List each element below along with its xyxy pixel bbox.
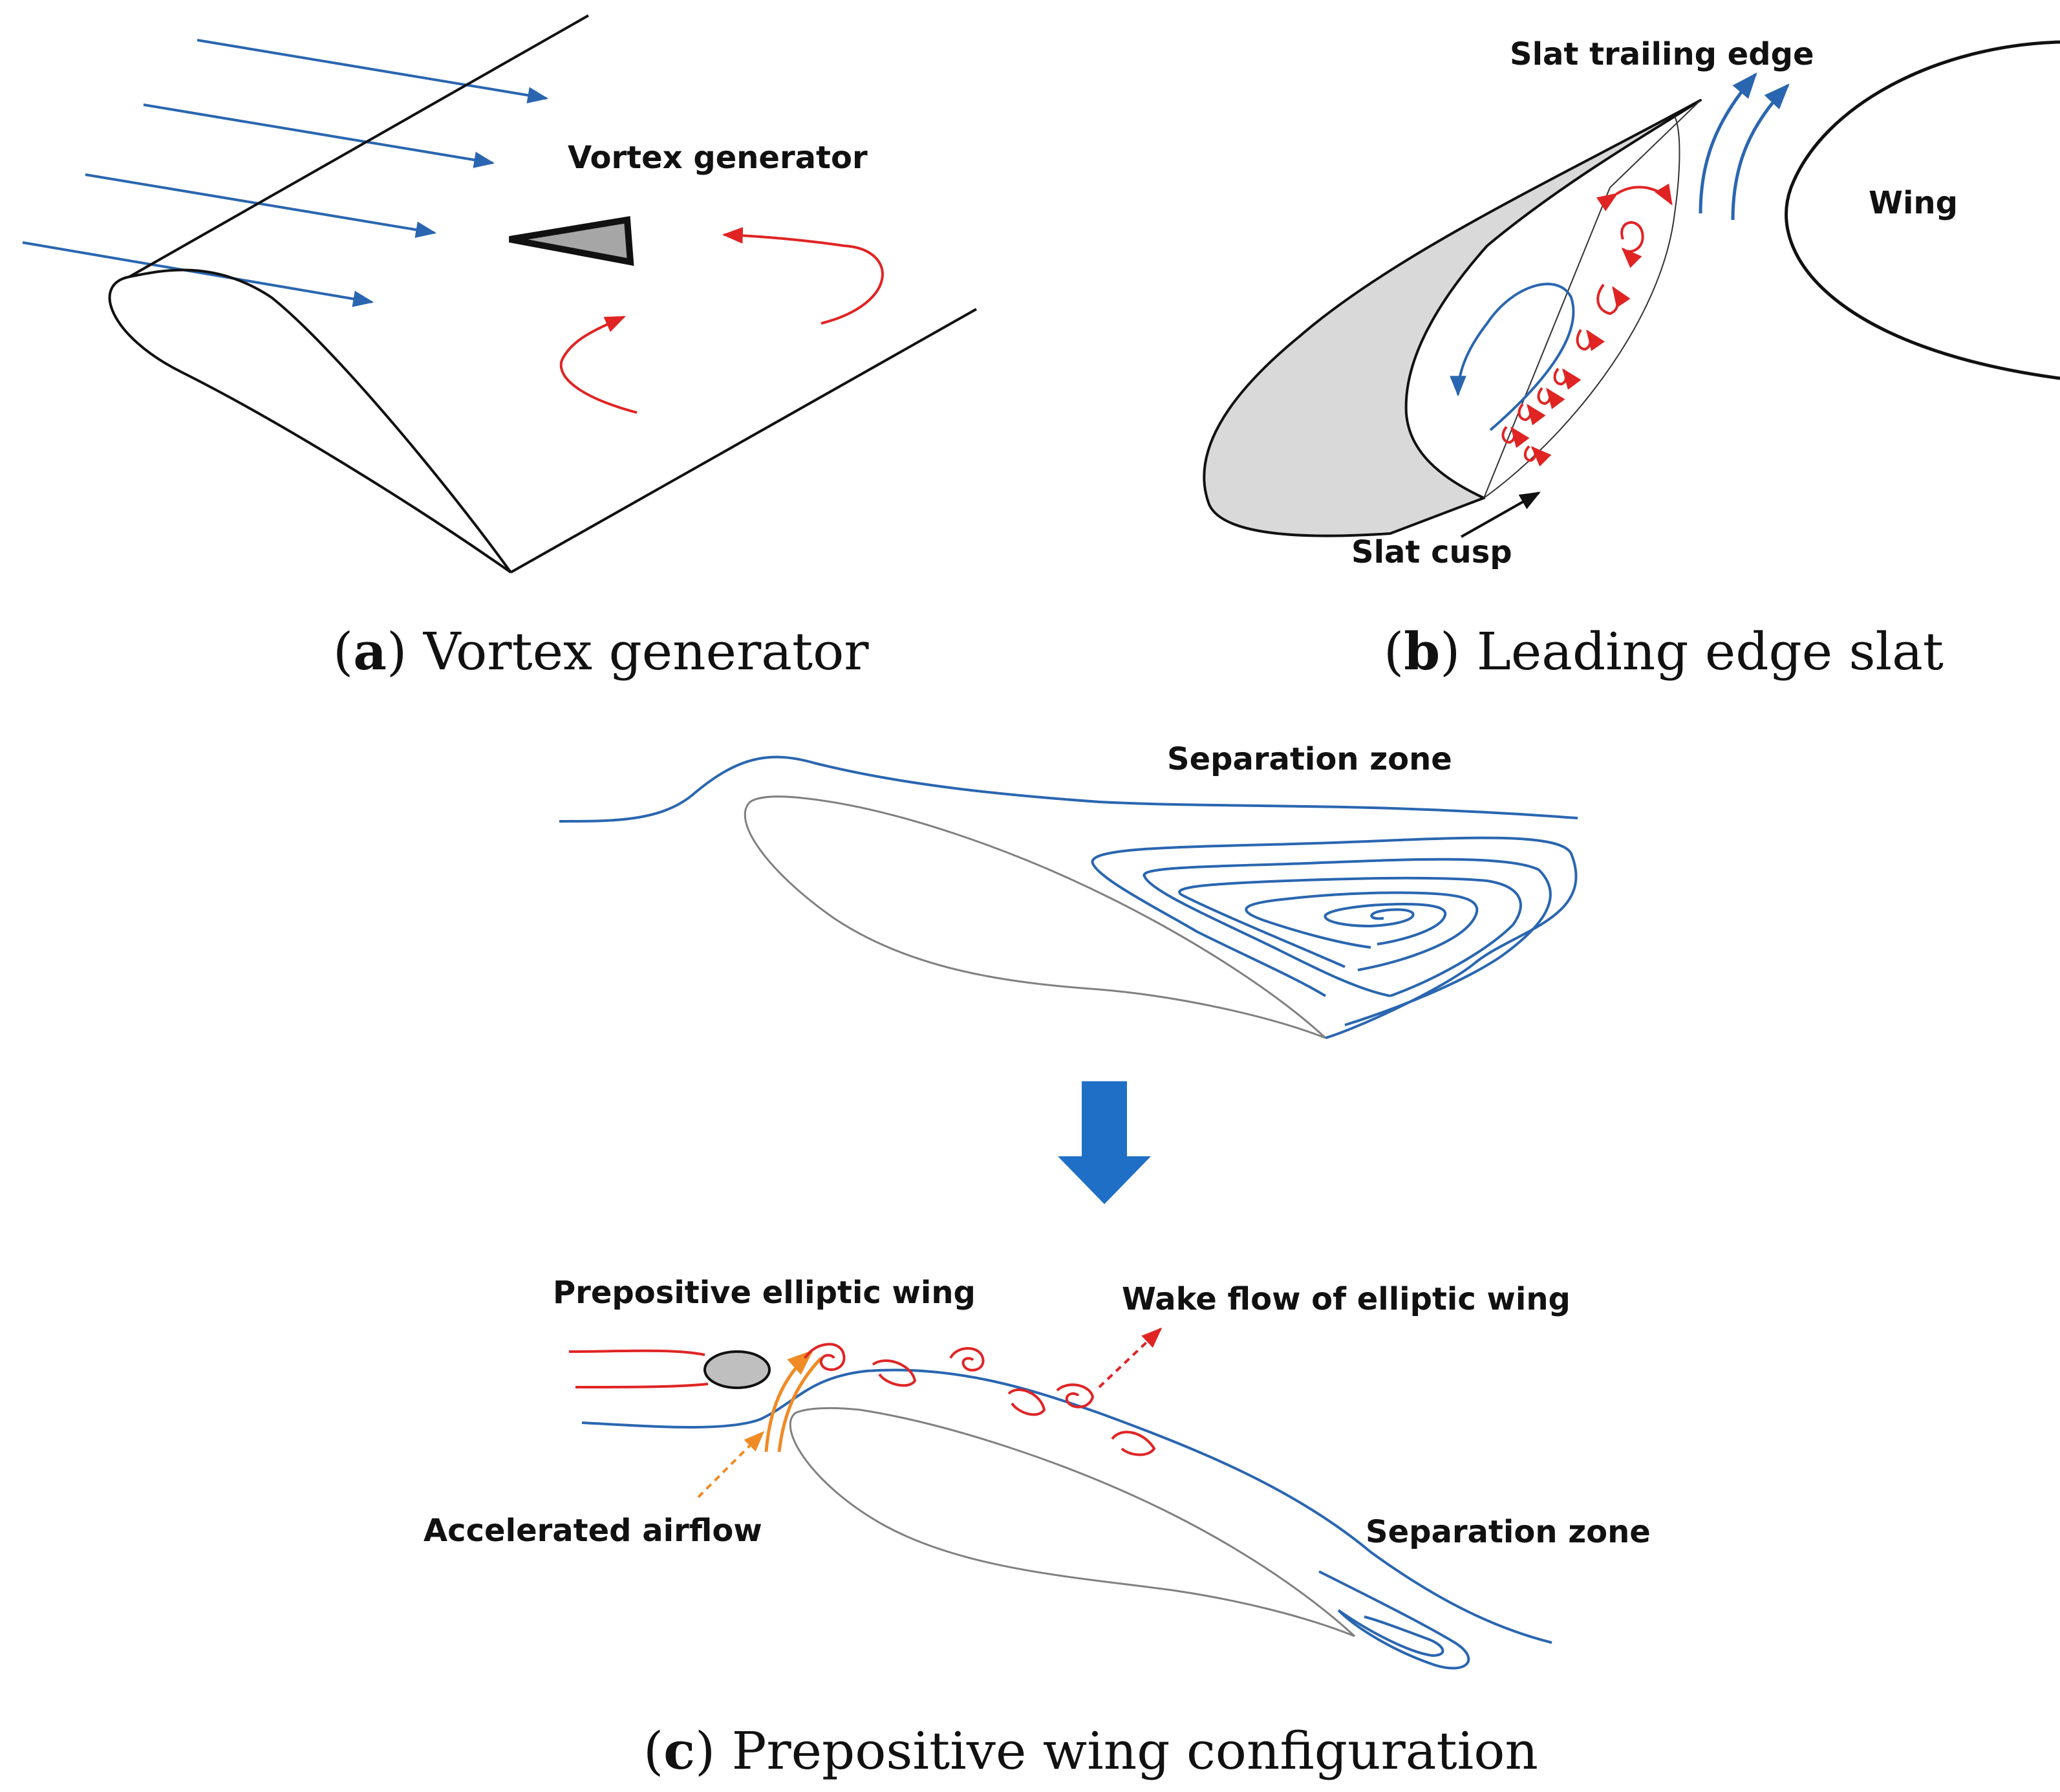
label-wing: Wing <box>1869 185 1958 221</box>
baseline-upper-streamline <box>559 755 1578 823</box>
label-prepositive-elliptic-wing: Prepositive elliptic wing <box>553 1275 976 1311</box>
shear-vortex-arrow <box>1620 221 1644 268</box>
baseline-airfoil <box>744 795 1327 1039</box>
freestream-arrows <box>22 39 549 307</box>
caption-c: (c) Prepositive wing configuration <box>643 1720 1538 1781</box>
caption-a: (a) Vortex generator <box>333 621 869 682</box>
prepositive-elliptic-wing <box>703 1350 771 1389</box>
wing-leading-edge-line <box>129 14 589 278</box>
panel-c-baseline: Separation zone <box>559 741 1578 1039</box>
gap-flow-streamline <box>1731 83 1790 221</box>
wake-vortex <box>872 1359 917 1387</box>
shear-vortex-arrow <box>1501 426 1530 448</box>
vortex-swirl-arrow <box>559 316 638 414</box>
red-streamline <box>575 1383 709 1388</box>
panel-a-vortex-generator: Vortex generator <box>22 14 977 574</box>
separation-zone-vortex <box>1091 836 1578 1039</box>
prepositive-separation-vortex <box>1318 1570 1470 1670</box>
wake-vortices <box>804 1343 1156 1456</box>
wake-vortex <box>949 1347 985 1372</box>
caption-c-letter: c <box>663 1720 695 1781</box>
freestream-arrow <box>197 39 549 103</box>
separation-streamline <box>1245 891 1479 971</box>
gap-flow-streamline <box>1699 72 1757 214</box>
caption-c-text: Prepositive wing configuration <box>732 1721 1538 1781</box>
shear-layer-vortices <box>1501 183 1673 467</box>
label-slat-trailing-edge: Slat trailing edge <box>1510 36 1814 72</box>
shear-vortex-arrow <box>1523 445 1552 467</box>
prepositive-main-airfoil <box>789 1407 1356 1637</box>
main-wing-leading-edge <box>1785 40 2060 380</box>
accelerated-streamline <box>764 1350 813 1452</box>
slat-body <box>1203 99 1702 537</box>
label-separation-zone-bottom: Separation zone <box>1366 1514 1651 1550</box>
panel-c-prepositive: Prepositive elliptic wing Wake flow of e… <box>424 1275 1651 1670</box>
separation-streamline <box>1143 858 1552 1026</box>
shear-vortex-arrow <box>1596 183 1673 211</box>
caption-b-letter: b <box>1404 621 1440 682</box>
airfoil-section <box>108 268 512 574</box>
wing-trailing-edge-line <box>510 308 977 574</box>
caption-b-text: Leading edge slat <box>1477 621 1944 682</box>
red-streamline <box>568 1349 705 1356</box>
wake-vortex <box>1111 1430 1156 1456</box>
label-accelerated-airflow: Accelerated airflow <box>424 1513 762 1549</box>
wake-flow-pointer <box>1098 1327 1163 1388</box>
cove-recirculation-vortex <box>1450 283 1575 431</box>
shear-vortex-arrow <box>1553 367 1582 390</box>
accelerated-airflow-lines <box>764 1350 822 1452</box>
label-vortex-generator: Vortex generator <box>568 140 868 176</box>
wake-vortex <box>804 1343 846 1371</box>
panel-b-leading-edge-slat: Slat trailing edge Wing Slat cusp <box>1203 36 2060 570</box>
slat-upper-thin-line <box>1609 100 1701 188</box>
label-separation-zone-top: Separation zone <box>1167 741 1452 777</box>
separation-streamline <box>1091 836 1578 1039</box>
separation-streamline <box>1370 908 1415 927</box>
caption-b: (b) Leading edge slat <box>1384 621 1944 682</box>
accelerated-airflow-pointer <box>697 1430 765 1498</box>
caption-a-text: Vortex generator <box>423 621 870 682</box>
caption-a-letter: a <box>353 621 387 682</box>
transition-down-arrow <box>1058 1081 1151 1204</box>
shear-vortex-arrow <box>1518 403 1546 426</box>
separation-streamline <box>1318 1570 1470 1670</box>
freestream-arrow <box>143 103 495 168</box>
accelerated-streamline <box>777 1357 822 1452</box>
separation-streamline <box>1178 876 1522 997</box>
slat-cusp-pointer-arrow <box>1461 491 1541 538</box>
shear-vortex-arrow <box>1576 329 1605 351</box>
slat-cusp-to-trailing-edge <box>1483 187 1611 499</box>
vortex-swirl-arrow <box>722 227 884 325</box>
separation-streamline <box>1324 902 1447 945</box>
label-slat-cusp: Slat cusp <box>1351 534 1512 570</box>
wing-surface-outline <box>108 14 977 574</box>
vortex-generator-fin <box>509 216 634 266</box>
separation-streamline <box>1337 1609 1444 1657</box>
shear-vortex-arrow <box>1537 387 1565 409</box>
label-wake-flow: Wake flow of elliptic wing <box>1122 1281 1571 1317</box>
wake-vortex <box>1007 1388 1046 1416</box>
wake-vortex <box>1056 1383 1095 1409</box>
prepositive-upper-streamline <box>581 1368 1552 1644</box>
freestream-arrow <box>22 241 374 307</box>
shear-vortex-arrow <box>1596 283 1631 316</box>
